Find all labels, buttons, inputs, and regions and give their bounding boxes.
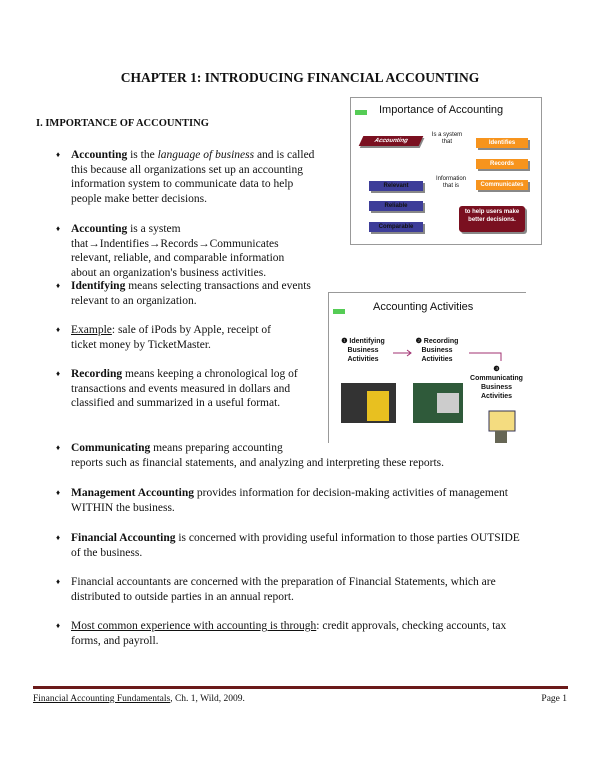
figure-title: Importance of Accounting — [379, 104, 504, 116]
activity-illustrations — [341, 349, 516, 443]
figure-importance-of-accounting: Importance of Accounting Accounting Is a… — [350, 97, 542, 245]
diamond-bullet-icon: ♦ — [56, 577, 61, 586]
bullet-item: ♦ Recording means keeping a chronological… — [56, 367, 301, 411]
chapter-title: CHAPTER 1: INTRODUCING FINANCIAL ACCOUNT… — [120, 70, 480, 85]
diamond-bullet-icon: ♦ — [56, 150, 61, 159]
bullet-item: ♦ Identifying means selecting transaction… — [56, 279, 314, 308]
term: Identifying — [71, 280, 126, 292]
label-is-a: Is a system that — [431, 132, 463, 145]
figure-title: Accounting Activities — [373, 301, 474, 313]
bullet-text: Most common experience with accounting i… — [71, 619, 536, 648]
step-identifying: ❶ Identifying Business Activities — [341, 338, 385, 363]
accounting-box: Accounting — [358, 136, 424, 146]
italic-text: language of business — [157, 149, 255, 161]
bullet-item: ♦ Communicating means preparing accountin… — [56, 441, 526, 470]
term: Communicating — [71, 442, 151, 454]
bullet-text: Recording means keeping a chronological … — [71, 367, 301, 411]
bullet-item: ♦ Most common experience with accounting … — [56, 619, 536, 648]
arrow-icon — [355, 110, 367, 115]
comparable-box: Comparable — [369, 222, 423, 232]
diamond-bullet-icon: ♦ — [56, 325, 61, 334]
bullet-text: Accounting is the language of business a… — [71, 148, 321, 206]
text: : sale of iPods by Apple, receipt of tic… — [71, 324, 271, 351]
bullet-item: ♦ Financial Accounting is concerned with … — [56, 531, 526, 560]
text: means preparing accounting reports such … — [71, 442, 444, 469]
section-heading: I. IMPORTANCE OF ACCOUNTING — [36, 118, 209, 129]
goal-box: to help users make better decisions. — [459, 206, 525, 232]
bullet-text: Management Accounting provides informati… — [71, 486, 526, 515]
term: Accounting — [71, 223, 128, 235]
relevant-box: Relevant — [369, 181, 423, 191]
bullet-text: Financial accountants are concerned with… — [71, 575, 536, 604]
footer-rest: , Ch. 1, Wild, 2009. — [170, 694, 245, 704]
bullet-text: Communicating means preparing accounting… — [71, 441, 526, 470]
term: Accounting — [71, 149, 128, 161]
step-communicating: ❸ Communicating Business Activities — [470, 366, 523, 400]
bullet-item: ♦ Management Accounting provides informat… — [56, 486, 526, 515]
figure-wrap-spacer — [314, 441, 526, 455]
text: is the — [127, 149, 158, 161]
footer-citation: Financial Accounting Fundamentals, Ch. 1… — [33, 694, 245, 704]
bullet-item: ♦ Accounting is a system that→Indentifies… — [56, 222, 526, 280]
figure-accounting-activities: Accounting Activities ❶ Identifying Busi… — [328, 292, 526, 443]
diamond-bullet-icon: ♦ — [56, 369, 61, 378]
label-information: Information that is — [435, 176, 466, 189]
underlined-text: Most common experience with accounting i… — [71, 620, 317, 632]
diamond-bullet-icon: ♦ — [56, 281, 61, 290]
underlined-text: Example — [71, 324, 112, 336]
bullet-text: Accounting is a system that→Indentifies→… — [71, 222, 526, 280]
bullet-item: ♦ Example: sale of iPods by Apple, receip… — [56, 323, 291, 352]
text: is concerned with providing useful infor… — [71, 532, 520, 559]
arrow-icon — [333, 309, 345, 314]
footer-rule — [33, 686, 568, 689]
text: provides information for decision-making… — [71, 487, 508, 514]
text: and is called this because all organizat… — [71, 149, 315, 205]
text: means keeping a chronological log of tra… — [71, 368, 298, 410]
bullet-text: Example: sale of iPods by Apple, receipt… — [71, 323, 291, 352]
text: : credit approvals, checking accounts, t… — [71, 620, 507, 647]
term: Management Accounting — [71, 487, 194, 499]
bullet-item: ♦ Accounting is the language of business … — [56, 148, 321, 206]
text: is a system that→Indentifies→Records→Com… — [71, 223, 285, 279]
diamond-bullet-icon: ♦ — [56, 621, 61, 630]
page-number: Page 1 — [541, 694, 567, 704]
bullet-item: ♦ Financial accountants are concerned wit… — [56, 575, 536, 604]
step-recording: ❷ Recording Business Activities — [415, 338, 459, 363]
term: Financial Accounting — [71, 532, 176, 544]
text: means selecting transactions and events … — [71, 280, 311, 307]
identifies-box: Identifies — [476, 138, 528, 148]
footer-book: Financial Accounting Fundamentals — [33, 694, 171, 704]
bullet-text: Financial Accounting is concerned with p… — [71, 531, 526, 560]
diamond-bullet-icon: ♦ — [56, 224, 61, 233]
term: Recording — [71, 368, 123, 380]
diamond-bullet-icon: ♦ — [56, 488, 61, 497]
records-box: Records — [476, 159, 528, 169]
bullet-text: Identifying means selecting transactions… — [71, 279, 314, 308]
reliable-box: Reliable — [369, 201, 423, 211]
diamond-bullet-icon: ♦ — [56, 443, 61, 452]
text: Financial accountants are concerned with… — [71, 576, 496, 603]
diamond-bullet-icon: ♦ — [56, 533, 61, 542]
communicates-box: Communicates — [476, 180, 528, 190]
